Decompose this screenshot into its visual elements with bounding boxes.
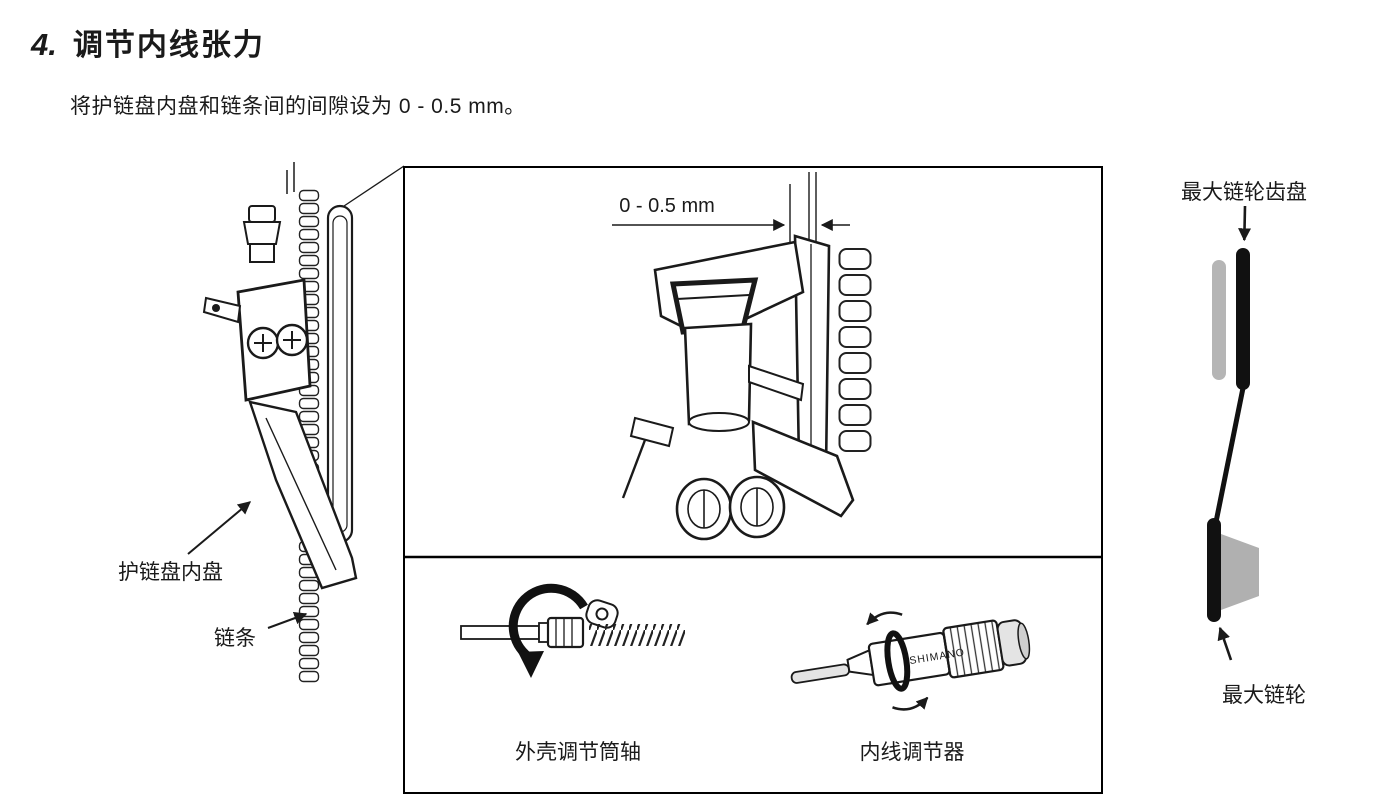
rotate-arrowhead — [518, 651, 544, 678]
coil-spring-graphic — [589, 624, 685, 646]
chainring-arrow — [1238, 205, 1252, 242]
clamp-bolts — [246, 323, 309, 360]
barrel-adjuster-figure — [460, 583, 685, 678]
chain-closeup-graphic — [837, 246, 873, 454]
chain-label: 链条 — [214, 627, 256, 650]
instruction-text: 将护链盘内盘和链条间的间隙设为 0 - 0.5 mm。 — [70, 95, 526, 118]
closeup-figure: 0 - 0.5 mm — [405, 172, 1101, 711]
section-title: 调节内线张力 — [72, 29, 265, 62]
clamp-head — [242, 205, 282, 263]
inner-plate-label: 护链盘内盘 — [118, 561, 223, 584]
largest-chainring-label: 最大链轮齿盘 — [1181, 181, 1307, 204]
section-header: 4. 调节内线张力 — [31, 20, 265, 64]
cage-outer-plate — [326, 204, 354, 544]
adjustment-barrel — [546, 616, 585, 649]
spring-cylinder — [683, 322, 753, 426]
inline-adjuster-figure: SHIMANO — [790, 611, 1031, 711]
largest-chainring-bar — [1236, 248, 1250, 390]
largest-sprocket-label: 最大链轮 — [1222, 684, 1306, 707]
chain-line — [1213, 387, 1246, 523]
sprocket-cone — [1221, 534, 1259, 610]
largest-sprocket-bar — [1207, 518, 1221, 622]
dimension-label: 0 - 0.5 mm — [619, 195, 715, 217]
section-number: 4. — [31, 27, 57, 62]
casing-bracket — [585, 599, 619, 629]
closeup-box: 0 - 0.5 mm — [403, 166, 1103, 794]
chain-guide-cage — [248, 400, 358, 590]
derailleur-side-figure — [187, 162, 405, 683]
clamp-bolts-closeup — [675, 475, 786, 541]
chain-arrow — [267, 611, 308, 629]
sprocket-arrow — [1217, 626, 1233, 661]
rotate-arrow-bottom — [892, 696, 929, 711]
chainline-schematic-figure — [1207, 205, 1259, 661]
derailleur-closeup-drawing — [621, 234, 873, 541]
rotate-arrow-top — [866, 611, 903, 626]
rotate-band — [884, 630, 911, 692]
barrel-adjuster-label: 外壳调节筒轴 — [515, 741, 641, 764]
inner-plate-arrow — [187, 501, 251, 555]
inline-adjuster-label: 内线调节器 — [859, 741, 965, 764]
rotate-arrow — [508, 583, 588, 663]
cable-anchor-lever — [202, 296, 242, 324]
guide-plate-bar — [1212, 260, 1226, 380]
